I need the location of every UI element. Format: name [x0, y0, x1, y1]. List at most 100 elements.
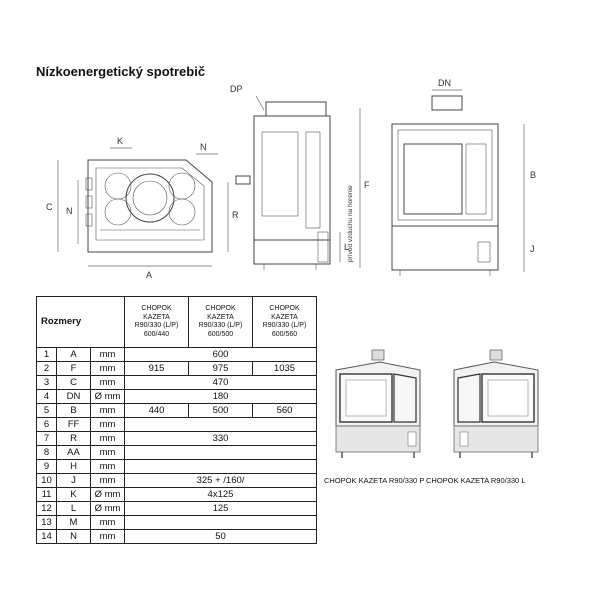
- front-view-drawing: DN B J: [391, 78, 536, 276]
- table-cell: 440: [124, 403, 189, 418]
- table-cell: 915: [124, 361, 189, 376]
- table-cell: 1035: [252, 361, 317, 376]
- side-view-drawing: DP F L prívod vzduchu na horenie: [230, 84, 370, 270]
- model-header: CHOPOK KAZETA R90/330 (L/P) 600/500: [188, 296, 253, 348]
- table-cell: 125: [124, 501, 317, 516]
- table-cell: 600: [124, 347, 317, 362]
- dim-c: C: [46, 202, 53, 212]
- table-cell: 13: [36, 515, 57, 530]
- table-cell: mm: [90, 431, 125, 446]
- table-cell: mm: [90, 473, 125, 488]
- table-cell: 330: [124, 431, 317, 446]
- table-cell: 8: [36, 445, 57, 460]
- product-image-left: [453, 349, 539, 458]
- dimensions-table: Rozmery CHOPOK KAZETA R90/330 (L/P) 600/…: [36, 296, 317, 544]
- dim-dn: DN: [438, 78, 451, 88]
- table-header-label: Rozmery: [36, 296, 125, 348]
- table-cell: 7: [36, 431, 57, 446]
- dim-j: J: [530, 244, 535, 254]
- caption-left-model: CHOPOK KAZETA R90/330 L: [426, 476, 526, 485]
- table-cell: 975: [188, 361, 253, 376]
- dim-l: L: [344, 242, 349, 252]
- product-image-right: [335, 349, 421, 458]
- table-cell: 3: [36, 375, 57, 390]
- table-cell: Ø mm: [90, 501, 125, 516]
- table-cell: Ø mm: [90, 487, 125, 502]
- table-cell: [124, 459, 317, 474]
- table-cell: DN: [56, 389, 91, 404]
- table-cell: 180: [124, 389, 317, 404]
- table-cell: AA: [56, 445, 91, 460]
- table-cell: C: [56, 375, 91, 390]
- table-cell: H: [56, 459, 91, 474]
- table-cell: mm: [90, 403, 125, 418]
- table-cell: 10: [36, 473, 57, 488]
- table-cell: 325 + /160/: [124, 473, 317, 488]
- table-cell: [124, 515, 317, 530]
- model-header: CHOPOK KAZETA R90/330 (L/P) 600/560: [252, 296, 317, 348]
- model-header: CHOPOK KAZETA R90/330 (L/P) 600/440: [124, 296, 189, 348]
- table-cell: mm: [90, 529, 125, 544]
- table-cell: J: [56, 473, 91, 488]
- table-cell: 560: [252, 403, 317, 418]
- table-cell: 50: [124, 529, 317, 544]
- caption-right-model: CHOPOK KAZETA R90/330 P: [324, 476, 425, 485]
- technical-drawings: K N C N R A DP F L prívod vzduchu na hor…: [46, 78, 536, 280]
- table-cell: 11: [36, 487, 57, 502]
- table-cell: A: [56, 347, 91, 362]
- top-view-drawing: K N C N R A: [46, 136, 239, 280]
- table-cell: [124, 417, 317, 432]
- table-cell: 1: [36, 347, 57, 362]
- table-cell: B: [56, 403, 91, 418]
- dim-b: B: [530, 170, 536, 180]
- table-header-row: Rozmery CHOPOK KAZETA R90/330 (L/P) 600/…: [36, 296, 317, 348]
- dim-n-side: N: [66, 206, 73, 216]
- table-cell: L: [56, 501, 91, 516]
- dim-r: R: [232, 210, 239, 220]
- dim-a: A: [146, 270, 152, 280]
- table-cell: K: [56, 487, 91, 502]
- table-cell: mm: [90, 375, 125, 390]
- air-intake-label: prívod vzduchu na horenie: [347, 185, 354, 262]
- table-cell: N: [56, 529, 91, 544]
- dim-n-top: N: [200, 142, 207, 152]
- table-cell: 14: [36, 529, 57, 544]
- table-cell: mm: [90, 347, 125, 362]
- dim-dp: DP: [230, 84, 243, 94]
- table-cell: 6: [36, 417, 57, 432]
- page-title: Nízkoenergetický spotrebič: [36, 64, 206, 79]
- dim-k: K: [117, 136, 123, 146]
- table-cell: 9: [36, 459, 57, 474]
- table-cell: 4x125: [124, 487, 317, 502]
- dim-f: F: [364, 180, 370, 190]
- table-cell: Ø mm: [90, 389, 125, 404]
- table-cell: 500: [188, 403, 253, 418]
- table-cell: 4: [36, 389, 57, 404]
- table-cell: mm: [90, 361, 125, 376]
- table-cell: mm: [90, 515, 125, 530]
- table-cell: M: [56, 515, 91, 530]
- table-cell: R: [56, 431, 91, 446]
- table-cell: 2: [36, 361, 57, 376]
- table-cell: 470: [124, 375, 317, 390]
- table-cell: [124, 445, 317, 460]
- table-cell: 5: [36, 403, 57, 418]
- table-cell: mm: [90, 445, 125, 460]
- table-cell: 12: [36, 501, 57, 516]
- table-cell: mm: [90, 459, 125, 474]
